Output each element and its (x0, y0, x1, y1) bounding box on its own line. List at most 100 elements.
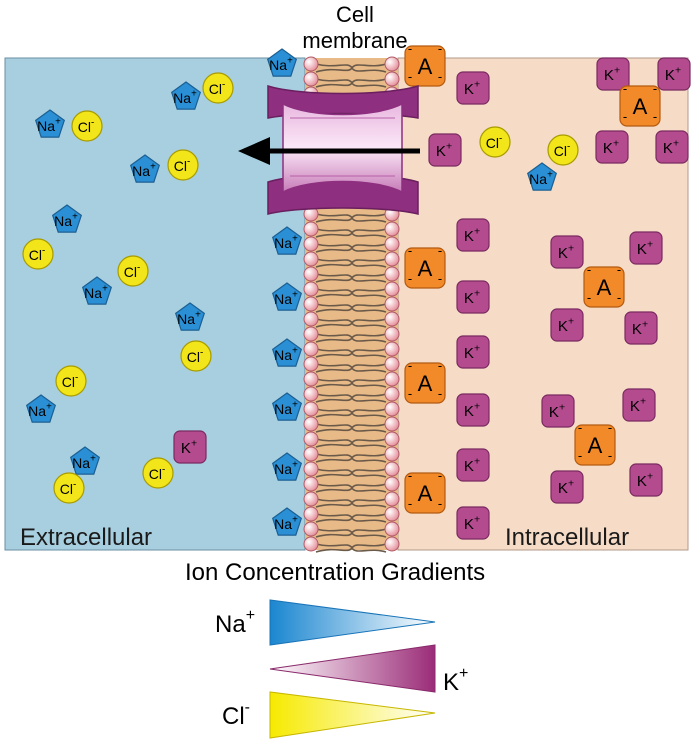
svg-text:Na+: Na+ (37, 117, 61, 134)
potassium-ion: K+ (456, 448, 490, 482)
potassium-ion: K+ (456, 506, 490, 540)
potassium-ion: K+ (596, 57, 630, 91)
anion: A---- (404, 358, 446, 404)
legend-k-label: K+ (443, 665, 468, 696)
potassium-ion: K+ (173, 430, 207, 464)
svg-text:K+: K+ (665, 64, 681, 84)
svg-text:Na+: Na+ (269, 56, 293, 73)
sodium-ion: Na+ (69, 446, 101, 475)
lipid-head (384, 296, 400, 312)
svg-text:Cl-: Cl- (60, 480, 77, 497)
svg-text:K+: K+ (464, 342, 480, 362)
svg-text:K+: K+ (549, 401, 565, 421)
svg-text:Cl-: Cl- (62, 373, 79, 390)
sodium-ion: Na+ (271, 392, 303, 421)
lipid-head (303, 326, 319, 342)
sodium-ion: Na+ (271, 338, 303, 367)
ion-layer: Na+ Na+ Na+ Na+ Na+ Na+ Na+ Na+ Na+ Na+ Na+ Na+ Na+ N… (22, 41, 691, 540)
potassium-ion: K+ (595, 130, 629, 164)
svg-text:Cl-: Cl- (187, 348, 204, 365)
potassium-ion: K+ (622, 388, 656, 422)
lipid-head (303, 536, 319, 552)
svg-text:-: - (408, 496, 412, 511)
svg-text:Na+: Na+ (274, 460, 298, 477)
svg-text:K+: K+ (637, 238, 653, 258)
potassium-ion: K+ (657, 57, 691, 91)
legend-na-label: Na+ (215, 607, 255, 638)
lipid-head (384, 416, 400, 432)
svg-text:-: - (408, 243, 412, 258)
svg-text:K+: K+ (632, 318, 648, 338)
svg-text:-: - (587, 262, 591, 277)
lipid-head (303, 401, 319, 417)
svg-text:-: - (587, 290, 591, 305)
svg-text:Na+: Na+ (173, 89, 197, 106)
svg-text:K+: K+ (558, 242, 574, 262)
chloride-ion: Cl- (180, 340, 212, 372)
svg-text:-: - (438, 271, 442, 286)
svg-text:Na+: Na+ (54, 212, 78, 229)
svg-text:Na+: Na+ (274, 290, 298, 307)
chloride-ion: Cl- (117, 255, 149, 287)
svg-text:K+: K+ (630, 395, 646, 415)
anion: A---- (404, 243, 446, 289)
svg-text:Na+: Na+ (84, 284, 108, 301)
svg-text:Na+: Na+ (274, 400, 298, 417)
svg-text:-: - (608, 448, 612, 463)
sodium-ion: Na+ (174, 302, 206, 331)
svg-text:-: - (578, 448, 582, 463)
svg-text:K+: K+ (558, 315, 574, 335)
svg-text:-: - (438, 496, 442, 511)
lipid-head (384, 371, 400, 387)
lipid-head (384, 236, 400, 252)
svg-text:-: - (408, 468, 412, 483)
potassium-ion: K+ (456, 71, 490, 105)
lipid-head (303, 281, 319, 297)
chloride-ion: Cl- (53, 472, 85, 504)
svg-text:Cl-: Cl- (486, 134, 503, 151)
lipid-head (303, 356, 319, 372)
lipid-head (384, 56, 400, 72)
lipid-head (384, 251, 400, 267)
extracellular-label: Extracellular (20, 524, 152, 551)
potassium-ion: K+ (550, 235, 584, 269)
svg-text:Na+: Na+ (132, 162, 156, 179)
sodium-ion: Na+ (526, 162, 558, 191)
anion: A---- (583, 262, 625, 308)
svg-text:A: A (418, 371, 433, 396)
lipid-head (384, 521, 400, 537)
lipid-head (303, 71, 319, 87)
svg-text:Cl-: Cl- (174, 157, 191, 174)
anion: A---- (404, 41, 446, 87)
legend-title: Ion Concentration Gradients (185, 559, 485, 586)
cl-gradient-wedge (269, 691, 436, 739)
potassium-ion: K+ (629, 463, 663, 497)
svg-text:Na+: Na+ (28, 402, 52, 419)
lipid-head (384, 71, 400, 87)
svg-text:K+: K+ (436, 140, 452, 160)
sodium-ion: Na+ (271, 452, 303, 481)
ion-channel (267, 84, 419, 215)
svg-text:-: - (408, 69, 412, 84)
svg-text:A: A (633, 94, 648, 119)
svg-text:K+: K+ (464, 78, 480, 98)
svg-text:-: - (408, 358, 412, 373)
lipid-head (384, 341, 400, 357)
sodium-ion: Na+ (170, 81, 202, 110)
lipid-head (384, 386, 400, 402)
svg-text:-: - (438, 243, 442, 258)
lipid-head (384, 356, 400, 372)
sodium-ion: Na+ (25, 394, 57, 423)
potassium-ion: K+ (655, 130, 689, 164)
svg-text:Na+: Na+ (177, 310, 201, 327)
chloride-ion: Cl- (71, 110, 103, 142)
potassium-ion: K+ (456, 280, 490, 314)
efflux-arrow (238, 137, 420, 165)
lipid-head (384, 446, 400, 462)
svg-text:Cl-: Cl- (209, 80, 226, 97)
sodium-ion: Na+ (271, 226, 303, 255)
na-gradient-wedge (269, 599, 436, 646)
lipid-head (303, 431, 319, 447)
chloride-ion: Cl- (167, 149, 199, 181)
